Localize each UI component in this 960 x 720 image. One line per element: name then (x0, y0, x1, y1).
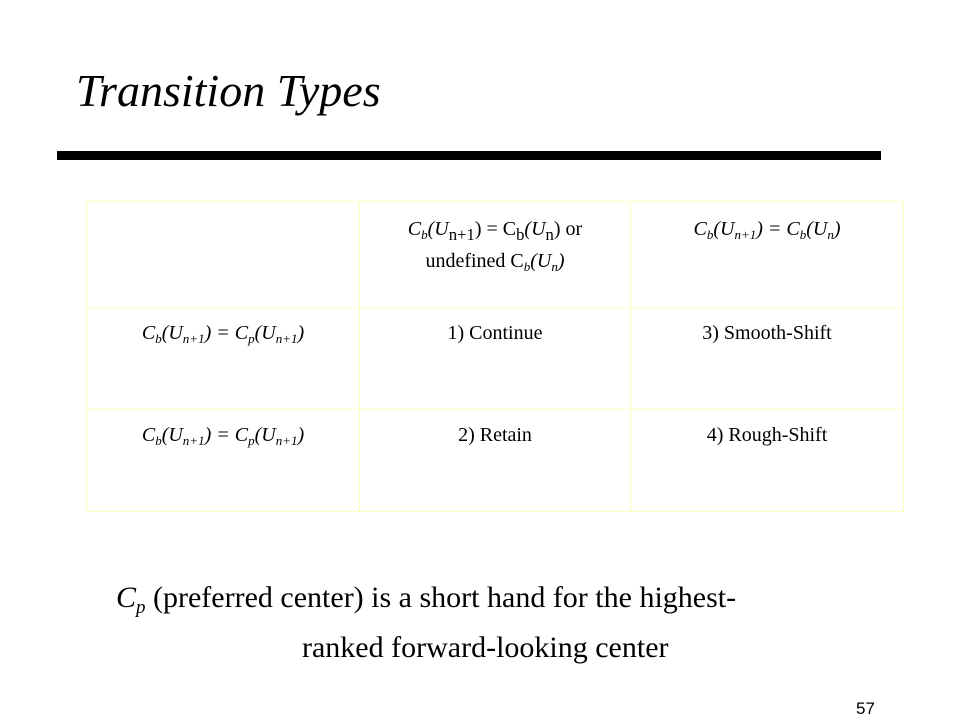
page-number: 57 (856, 699, 875, 718)
column-header-different-backward-center: Cb(Un+1) = Cb(Un) (693, 218, 841, 242)
row-header-backward-differs-preferred: Cb(Un+1) = Cp(Un+1) (141, 424, 305, 448)
cell-smooth-shift: 3) Smooth-Shift (702, 322, 832, 344)
cell-rough-shift: 4) Rough-Shift (706, 424, 828, 446)
column-header-same-backward-center: Cb(Un+1) = Cb(Un) or undefined Cb(Un) (407, 218, 583, 274)
table-column-divider (630, 202, 631, 511)
slide-title: Transition Types (76, 65, 381, 116)
table-row-divider (87, 409, 903, 410)
row-header-backward-equals-preferred: Cb(Un+1) = Cp(Un+1) (141, 322, 305, 346)
preferred-center-symbol: Cp (116, 581, 146, 618)
table-row-divider (87, 307, 903, 308)
cell-continue: 1) Continue (447, 322, 543, 344)
transition-types-table: Cb(Un+1) = Cb(Un) or undefined Cb(Un) Cb… (86, 201, 904, 512)
title-underline-rule (57, 151, 881, 160)
table-column-divider (359, 202, 360, 511)
cell-retain: 2) Retain (458, 424, 532, 446)
preferred-center-definition: Cp (preferred center) is a short hand fo… (116, 581, 737, 664)
